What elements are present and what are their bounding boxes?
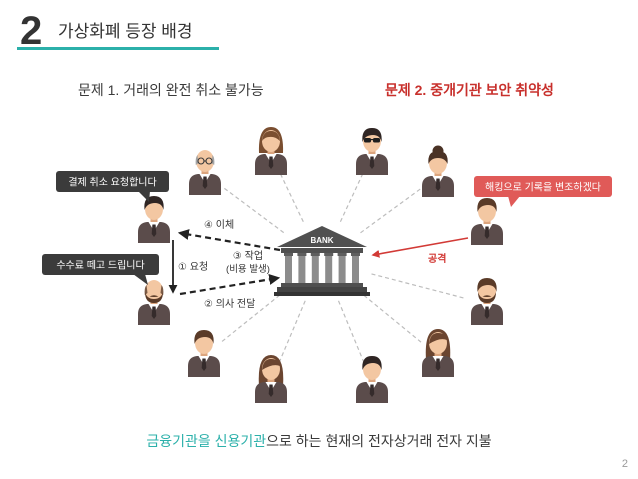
- speech-bubble-cancel-request: 결제 취소 요청합니다: [56, 171, 169, 202]
- speech-bubble-text: 수수료 떼고 드립니다: [56, 259, 144, 272]
- connector-line: [222, 186, 285, 234]
- connector-line: [371, 273, 466, 300]
- speech-bubble-text: 결제 취소 요청합니다: [68, 177, 156, 189]
- speech-bubble-text: 해킹으로 기록을 변조하겠다: [485, 181, 601, 194]
- step-3-note: (비용 발생): [226, 264, 270, 275]
- title-underline: [17, 47, 219, 50]
- footer-caption-highlight: 금융기관을 신용기관: [146, 433, 266, 449]
- bank-label: BANK: [310, 236, 333, 245]
- page-number: 2: [622, 458, 628, 470]
- speech-bubble-hacking: 해킹으로 기록을 변조하겠다: [474, 176, 612, 207]
- speech-bubble-fee-deduction: 수수료 떼고 드립니다: [42, 254, 159, 285]
- slide-number: 2: [20, 9, 42, 53]
- step-1-label: ① 요청: [178, 261, 208, 273]
- attack-arrow: [371, 237, 469, 258]
- problem-1-heading: 문제 1. 거래의 완전 취소 불가능: [78, 82, 264, 98]
- transfer-arrow: [177, 229, 281, 252]
- step-4-label: ④ 이체: [204, 219, 234, 231]
- step-2-label: ② 의사 전달: [204, 298, 255, 310]
- connector-line: [339, 173, 364, 222]
- attack-label: 공격: [428, 252, 446, 265]
- problem-2-heading: 문제 2. 중개기관 보안 취약성: [385, 82, 554, 98]
- connector-lines: [220, 173, 466, 362]
- footer-caption-rest: 으로 하는 현재의 전자상거래 전자 지불: [266, 433, 492, 449]
- slide-title: 가상화폐 등장 배경: [58, 22, 193, 41]
- connector-line: [337, 300, 365, 362]
- communicate-arrow: [179, 273, 281, 296]
- bank-icon: BANK: [274, 226, 370, 296]
- connector-line: [279, 173, 304, 223]
- footer-caption: 금융기관을 신용기관으로 하는 현재의 전자상거래 전자 지불: [146, 433, 491, 449]
- connector-line: [360, 188, 421, 234]
- step-3-label: ③ 작업: [233, 249, 263, 262]
